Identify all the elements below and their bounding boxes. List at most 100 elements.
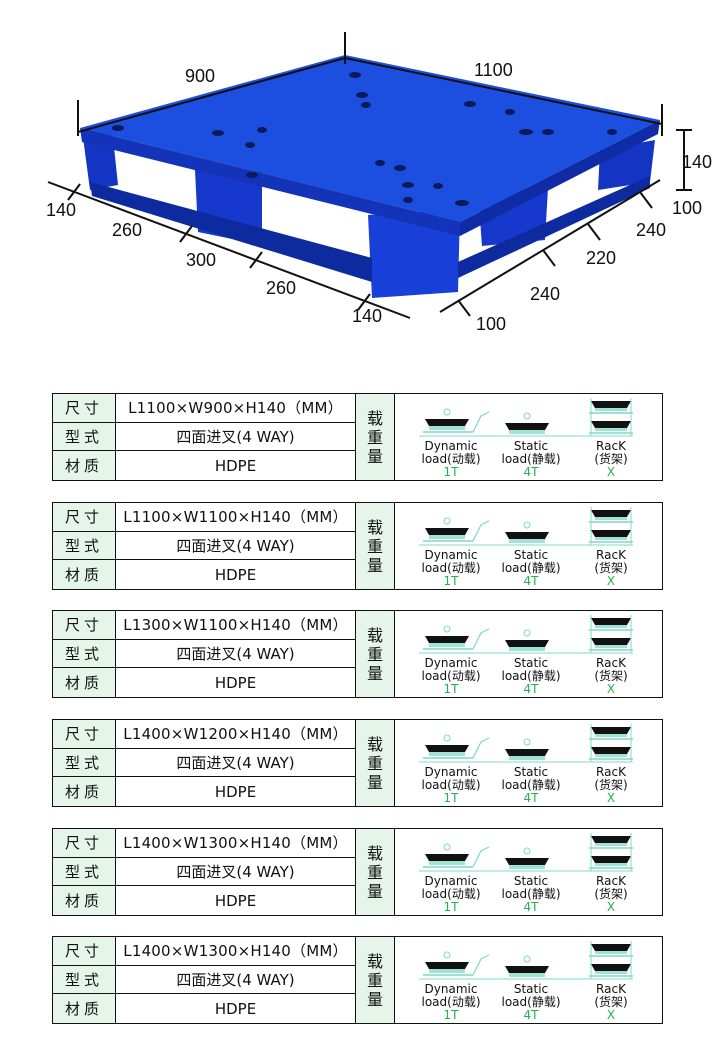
material-value: HDPE [214, 891, 257, 910]
load-char-2: 重 [366, 536, 383, 556]
static-load: Static load(静载) 4T [491, 549, 571, 588]
size-key: 尺寸 [53, 829, 116, 858]
skid-right [458, 176, 650, 278]
material-value: HDPE [214, 565, 257, 584]
static-load: Static load(静载) 4T [491, 766, 571, 805]
load-char-3: 量 [366, 772, 383, 792]
static-mode: Static [513, 439, 549, 453]
dim-right-seg-1: 240 [636, 220, 666, 240]
rack-capacity: X [606, 682, 616, 696]
size-key: 尺寸 [53, 611, 116, 640]
material-value: HDPE [214, 456, 257, 475]
static-load: Static load(静载) 4T [491, 440, 571, 479]
load-capacity-label: 载 重 量 [356, 394, 395, 480]
dim-height: 140 [682, 152, 712, 172]
size-value: L1100×W1100×H140（MM） [116, 503, 355, 532]
pallet-on-floor-icon [505, 629, 549, 651]
dynamic-mode-cn: load(动载) [421, 995, 481, 1009]
load-icons [419, 507, 633, 546]
size-key: 尺寸 [53, 720, 116, 749]
dynamic-mode: Dynamic [424, 874, 478, 888]
load-char-3: 量 [366, 663, 383, 683]
dim-length: 1100 [474, 60, 513, 80]
rack-capacity: X [606, 900, 616, 914]
size-value: L1400×W1300×H140（MM） [116, 829, 355, 858]
rack-mode-cn: (货架) [594, 669, 628, 683]
static-mode-cn: load(静载) [501, 887, 561, 901]
load-char-1: 载 [366, 517, 383, 537]
rack-mode: RacK [596, 439, 626, 453]
load-char-1: 载 [366, 734, 383, 754]
static-mode-cn: load(静载) [501, 669, 561, 683]
static-capacity: 4T [523, 574, 539, 588]
static-capacity: 4T [523, 465, 539, 479]
size-key: 尺寸 [53, 394, 116, 423]
load-char-3: 量 [366, 881, 383, 901]
type-key: 型式 [53, 422, 116, 452]
material-key: 材质 [53, 451, 116, 480]
rack-mode: RacK [596, 765, 626, 779]
spec-block-1: 尺寸 L1100×W900×H140（MM） 型式 四面进叉(4 WAY) 材质… [52, 393, 663, 481]
dynamic-capacity: 1T [443, 900, 459, 914]
dynamic-load: Dynamic load(动载) 1T [411, 875, 491, 914]
static-mode: Static [513, 765, 549, 779]
dim-right-bottom-100: 100 [476, 314, 506, 334]
rack-load: RacK (货架) X [571, 549, 651, 588]
dynamic-mode: Dynamic [424, 982, 478, 996]
pallet-on-forklift-icon [423, 517, 490, 542]
pallet-on-floor-icon [505, 521, 549, 543]
load-capacity-label: 载 重 量 [356, 720, 395, 806]
dim-right-top-100: 100 [672, 198, 702, 218]
load-capacity-panel: Dynamic load(动载) 1T Static load(静载) 4T R… [395, 503, 662, 589]
rack-mode-cn: (货架) [594, 778, 628, 792]
rack-mode: RacK [596, 874, 626, 888]
rack-mode-cn: (货架) [594, 995, 628, 1009]
dim-left-seg-1: 260 [112, 220, 142, 240]
load-char-2: 重 [366, 753, 383, 773]
rack-load: RacK (货架) X [571, 440, 651, 479]
rack-capacity: X [606, 465, 616, 479]
rack-load: RacK (货架) X [571, 766, 651, 805]
pallet-on-forklift-icon [423, 843, 490, 868]
rack-capacity: X [606, 1008, 616, 1022]
load-capacity-panel: Dynamic load(动载) 1T Static load(静载) 4T R… [395, 394, 662, 480]
type-key: 型式 [53, 857, 116, 887]
load-char-3: 量 [366, 446, 383, 466]
pallet-on-floor-icon [505, 412, 549, 434]
rack-load: RacK (货架) X [571, 657, 651, 696]
material-value: HDPE [214, 673, 257, 692]
static-load: Static load(静载) 4T [491, 875, 571, 914]
dim-right-seg-3: 240 [530, 284, 560, 304]
pallet-on-rack-icon [589, 507, 633, 545]
load-icons [419, 398, 633, 437]
dynamic-mode: Dynamic [424, 439, 478, 453]
spec-attributes: 尺寸 L1400×W1200×H140（MM） 型式 四面进叉(4 WAY) 材… [53, 720, 356, 806]
leg-front [368, 210, 460, 298]
static-capacity: 4T [523, 791, 539, 805]
material-value: HDPE [214, 999, 257, 1018]
size-value: L1400×W1200×H140（MM） [116, 720, 355, 749]
static-capacity: 4T [523, 900, 539, 914]
static-mode-cn: load(静载) [501, 452, 561, 466]
load-capacity-panel: Dynamic load(动载) 1T Static load(静载) 4T R… [395, 937, 662, 1023]
material-key: 材质 [53, 777, 116, 806]
spec-block-2: 尺寸 L1100×W1100×H140（MM） 型式 四面进叉(4 WAY) 材… [52, 502, 663, 590]
load-char-1: 载 [366, 951, 383, 971]
type-value: 四面进叉(4 WAY) [116, 749, 355, 778]
material-key: 材质 [53, 886, 116, 915]
type-value: 四面进叉(4 WAY) [116, 966, 355, 995]
rack-load: RacK (货架) X [571, 983, 651, 1022]
spec-block-4: 尺寸 L1400×W1200×H140（MM） 型式 四面进叉(4 WAY) 材… [52, 719, 663, 807]
spec-attributes: 尺寸 L1100×W1100×H140（MM） 型式 四面进叉(4 WAY) 材… [53, 503, 356, 589]
dynamic-mode-cn: load(动载) [421, 887, 481, 901]
rack-capacity: X [606, 574, 616, 588]
type-value: 四面进叉(4 WAY) [116, 532, 355, 561]
pallet-on-rack-icon [589, 941, 633, 979]
load-icons [419, 941, 633, 980]
dynamic-capacity: 1T [443, 682, 459, 696]
material-value: HDPE [214, 782, 257, 801]
pallet-on-floor-icon [505, 847, 549, 869]
spec-attributes: 尺寸 L1100×W900×H140（MM） 型式 四面进叉(4 WAY) 材质… [53, 394, 356, 480]
static-load: Static load(静载) 4T [491, 657, 571, 696]
rack-mode: RacK [596, 548, 626, 562]
